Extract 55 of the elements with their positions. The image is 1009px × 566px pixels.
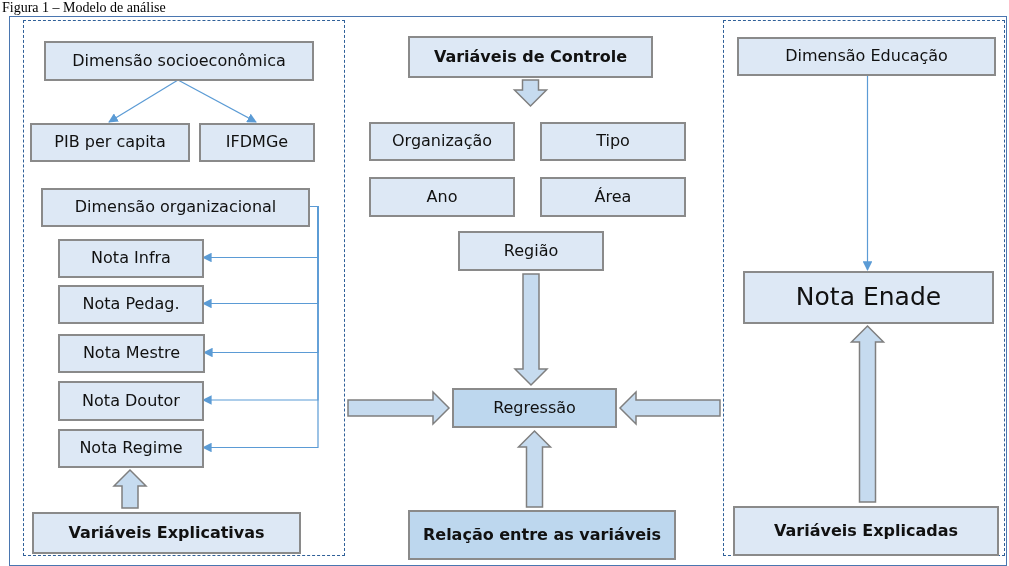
process-box	[540, 177, 686, 217]
box-label: Organização	[392, 132, 492, 151]
process-box	[452, 388, 617, 428]
process-box	[737, 37, 996, 76]
box-label: Nota Enade	[795, 283, 942, 312]
box-label: Relação entre as variáveis	[422, 525, 662, 545]
box-label: Nota Doutor	[82, 391, 180, 411]
process-box	[58, 285, 204, 324]
arrow	[108, 79, 179, 123]
process-box	[30, 123, 190, 162]
box-label: PIB per capita	[54, 133, 166, 152]
process-box	[58, 239, 204, 278]
box-label: Dimensão socioeconômica	[72, 51, 286, 71]
process-box	[408, 36, 653, 78]
process-box	[58, 429, 204, 468]
process-box	[733, 506, 999, 556]
figure-title: Figura 1 – Modelo de análise	[2, 0, 166, 15]
dashed-group-frame	[23, 20, 345, 556]
box-label: Nota Pedag.	[82, 295, 180, 314]
box-label: Dimensão Educação	[785, 47, 948, 66]
box-label: Área	[594, 187, 632, 207]
block-arrow	[512, 79, 549, 108]
block-arrow	[513, 273, 549, 387]
block-arrow	[112, 468, 148, 509]
process-box	[199, 123, 315, 162]
box-label: Tipo	[596, 132, 630, 151]
box-label: Nota Mestre	[82, 344, 181, 363]
process-box	[408, 510, 676, 560]
box-label: Regressão	[493, 398, 576, 418]
arrow	[177, 79, 257, 123]
arrow	[862, 74, 873, 271]
box-label: Dimensão organizacional	[74, 198, 277, 217]
dashed-group-frame	[723, 20, 1005, 556]
block-arrow	[347, 390, 451, 426]
process-box	[540, 122, 686, 161]
process-box	[58, 381, 204, 421]
block-arrow	[849, 324, 886, 503]
box-label: Região	[503, 241, 559, 261]
process-box	[458, 231, 604, 271]
block-arrow	[516, 429, 553, 508]
box-label: Variáveis de Controle	[433, 47, 628, 67]
process-box	[41, 188, 310, 227]
block-arrow	[618, 390, 721, 426]
process-box	[44, 41, 314, 81]
process-box	[58, 334, 205, 373]
box-label: Nota Infra	[91, 249, 171, 268]
box-label: IFDMGe	[225, 133, 289, 152]
process-box	[369, 122, 515, 161]
process-box	[743, 271, 994, 324]
box-label: Nota Regime	[79, 439, 183, 458]
box-label: Ano	[426, 187, 458, 207]
box-label: Variáveis Explicadas	[773, 521, 959, 541]
process-box	[32, 512, 301, 554]
box-label: Variáveis Explicativas	[68, 523, 265, 543]
process-box	[369, 177, 515, 217]
